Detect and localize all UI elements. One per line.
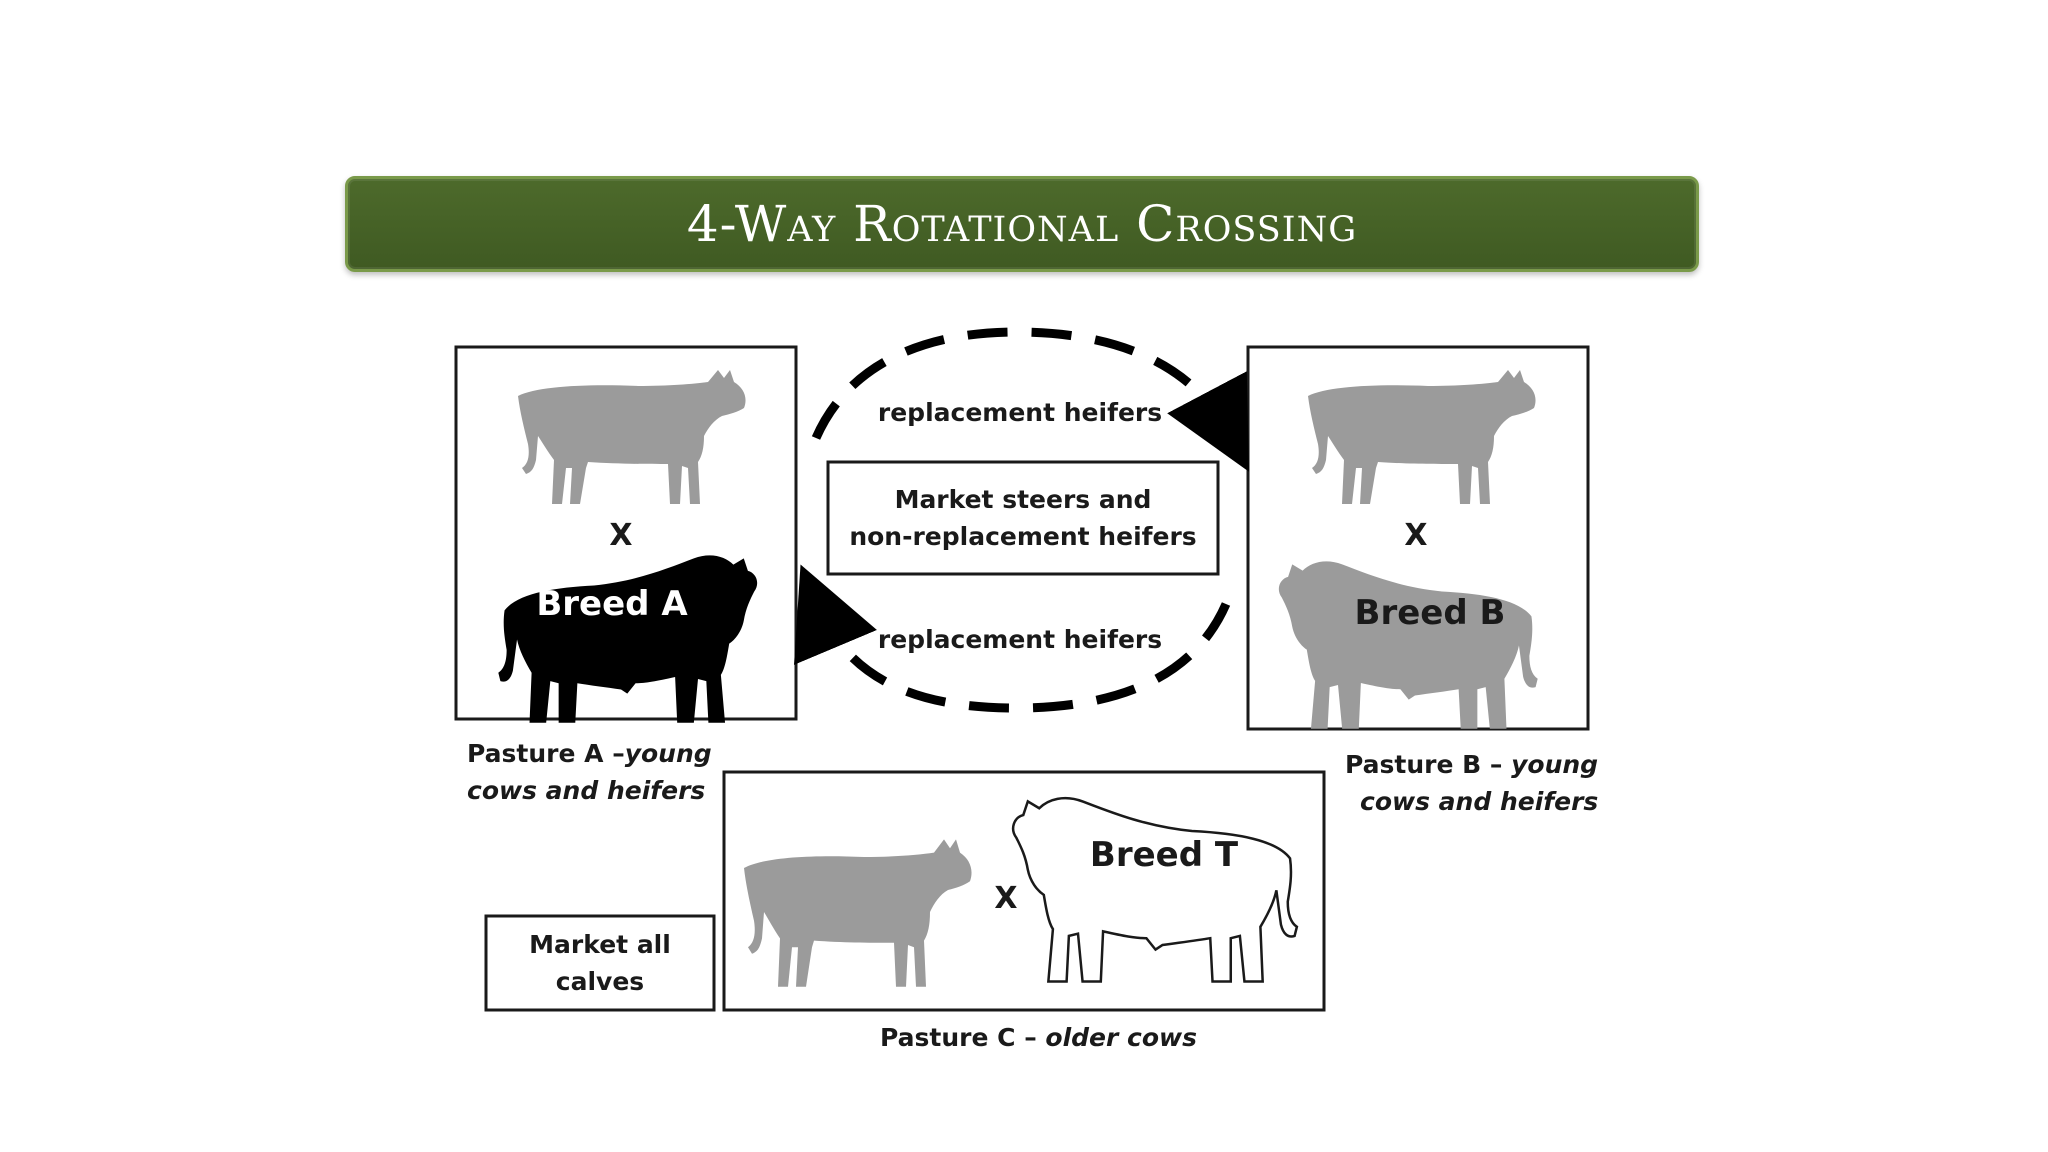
pasture-c-box: X Breed T: [722, 770, 1326, 1012]
dashed-cycle-arrow-icon: [794, 327, 1250, 713]
pasture-a-caption-italic-1: young: [625, 739, 712, 768]
pasture-b-caption: Pasture B – young: [1345, 750, 1598, 779]
breed-b-label: Breed B: [1355, 593, 1506, 633]
pasture-a-caption: Pasture A –young: [467, 739, 712, 768]
cross-symbol-b: X: [1404, 518, 1427, 553]
market-all-line1: Market all: [529, 930, 671, 959]
pasture-c-caption-italic: older cows: [1045, 1023, 1197, 1052]
cross-symbol-c: X: [994, 881, 1017, 916]
cross-symbol-a: X: [609, 518, 632, 553]
market-steers-box: Market steers and non-replacement heifer…: [826, 460, 1220, 576]
breed-a-label: Breed A: [536, 584, 688, 624]
pasture-b-caption-line2: cows and heifers: [1360, 787, 1598, 816]
pasture-b-box: X Breed B: [1246, 345, 1590, 731]
pasture-a-box: X Breed A: [454, 345, 798, 723]
market-all-calves-box: Market all calves: [484, 914, 716, 1012]
pasture-c-caption-main: Pasture C –: [880, 1023, 1045, 1052]
market-steers-line2: non-replacement heifers: [849, 522, 1196, 551]
breed-t-label: Breed T: [1090, 835, 1239, 875]
market-all-line2: calves: [556, 967, 644, 996]
pasture-c-caption: Pasture C – older cows: [880, 1023, 1197, 1052]
pasture-a-caption-main: Pasture A –: [467, 739, 625, 768]
title-bar: 4-Way Rotational Crossing: [345, 176, 1699, 272]
market-steers-line1: Market steers and: [895, 485, 1152, 514]
replacement-heifers-bottom: replacement heifers: [878, 625, 1162, 654]
pasture-b-caption-main: Pasture B –: [1345, 750, 1511, 779]
slide-title: 4-Way Rotational Crossing: [686, 195, 1358, 253]
pasture-a-caption-line2: cows and heifers: [467, 776, 705, 805]
pasture-b-caption-italic-1: young: [1511, 750, 1598, 779]
replacement-heifers-top: replacement heifers: [878, 398, 1162, 427]
